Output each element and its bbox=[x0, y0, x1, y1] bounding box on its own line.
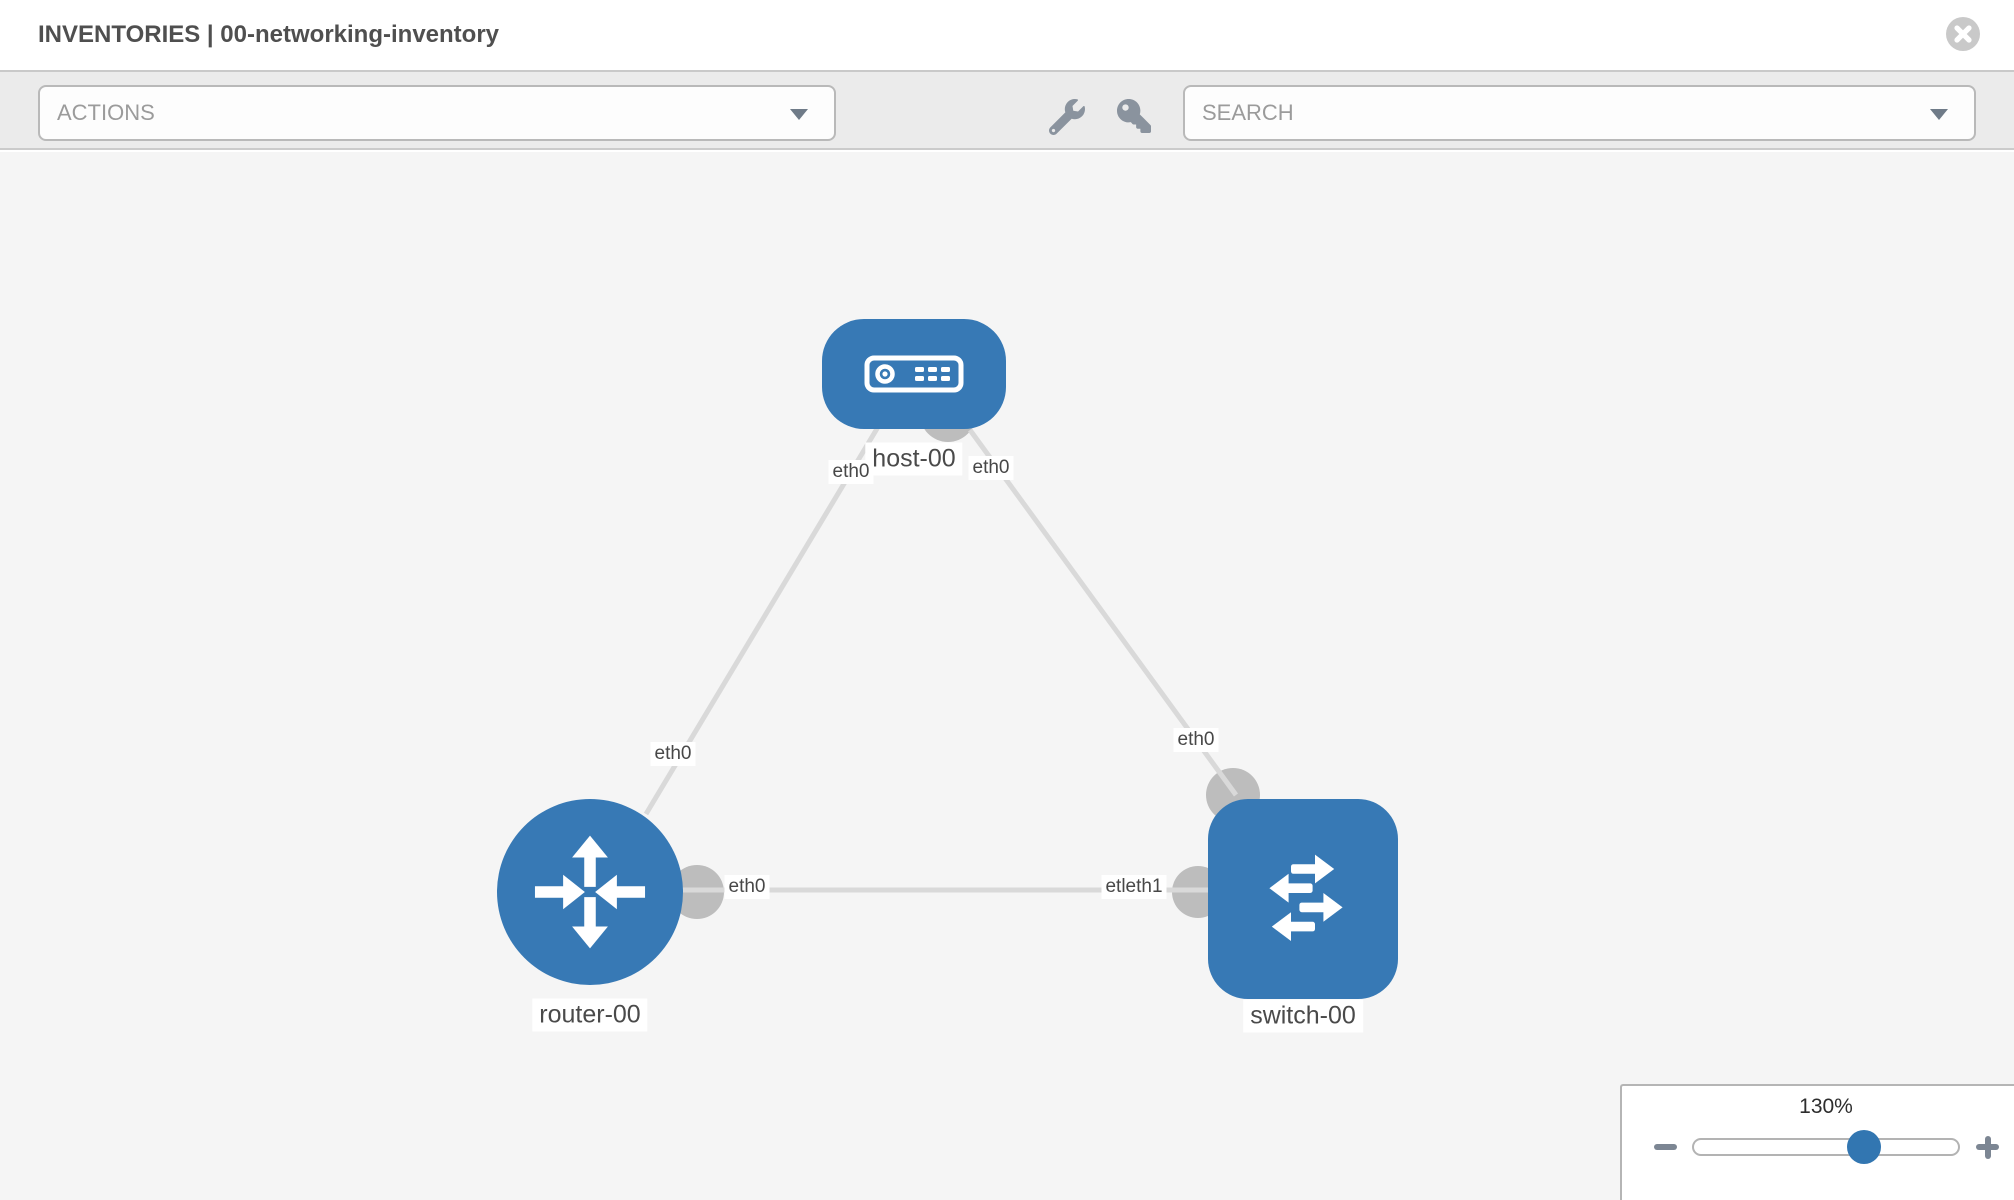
plus-icon bbox=[1984, 1135, 1991, 1159]
zoom-level-value: 130% bbox=[1799, 1095, 1853, 1118]
header: INVENTORIES | 00-networking-inventory bbox=[0, 0, 2014, 70]
router-arrows-icon bbox=[534, 835, 646, 949]
actions-dropdown-label: ACTIONS bbox=[57, 100, 155, 125]
switch-arrows-icon bbox=[1269, 854, 1343, 941]
iface-label: eth0 bbox=[724, 875, 770, 899]
node-label-host: host-00 bbox=[865, 442, 963, 476]
key-icon bbox=[1117, 99, 1151, 133]
chevron-down-icon bbox=[790, 109, 808, 120]
zoom-widget: 130% bbox=[1620, 1084, 2014, 1200]
tools-button[interactable] bbox=[1048, 99, 1085, 136]
search-input-placeholder: SEARCH bbox=[1202, 100, 1294, 125]
node-host-00[interactable] bbox=[822, 319, 1006, 429]
server-icon bbox=[864, 355, 964, 393]
zoom-slider-track[interactable] bbox=[1692, 1138, 1960, 1156]
actions-dropdown[interactable]: ACTIONS bbox=[38, 85, 836, 141]
chevron-down-icon bbox=[1930, 109, 1948, 120]
iface-label: etleth1 bbox=[1101, 875, 1167, 899]
iface-label: eth0 bbox=[1173, 728, 1219, 752]
minus-icon bbox=[1654, 1144, 1677, 1150]
wrench-icon bbox=[1048, 99, 1085, 136]
toolbar: ACTIONS SEARCH bbox=[0, 70, 2014, 150]
zoom-in-button[interactable] bbox=[1969, 1129, 2005, 1165]
iface-label: eth0 bbox=[650, 742, 696, 766]
topology-links-layer bbox=[620, 386, 1260, 919]
credentials-button[interactable] bbox=[1117, 99, 1153, 135]
iface-label: eth0 bbox=[968, 456, 1014, 480]
node-label-router: router-00 bbox=[532, 998, 648, 1032]
zoom-out-button[interactable] bbox=[1647, 1129, 1683, 1165]
page-title: INVENTORIES | 00-networking-inventory bbox=[38, 21, 500, 48]
node-router-00[interactable] bbox=[497, 799, 683, 985]
close-icon bbox=[1954, 25, 1972, 43]
iface-label: eth0 bbox=[828, 460, 874, 484]
topology-canvas[interactable]: host-00 router-00 switch-00 eth0 eth0 et… bbox=[0, 152, 2014, 1200]
node-switch-00[interactable] bbox=[1208, 799, 1398, 999]
zoom-slider-handle[interactable] bbox=[1847, 1130, 1881, 1164]
search-dropdown[interactable]: SEARCH bbox=[1183, 85, 1976, 141]
close-button[interactable] bbox=[1946, 17, 1980, 51]
node-label-switch: switch-00 bbox=[1243, 999, 1363, 1033]
